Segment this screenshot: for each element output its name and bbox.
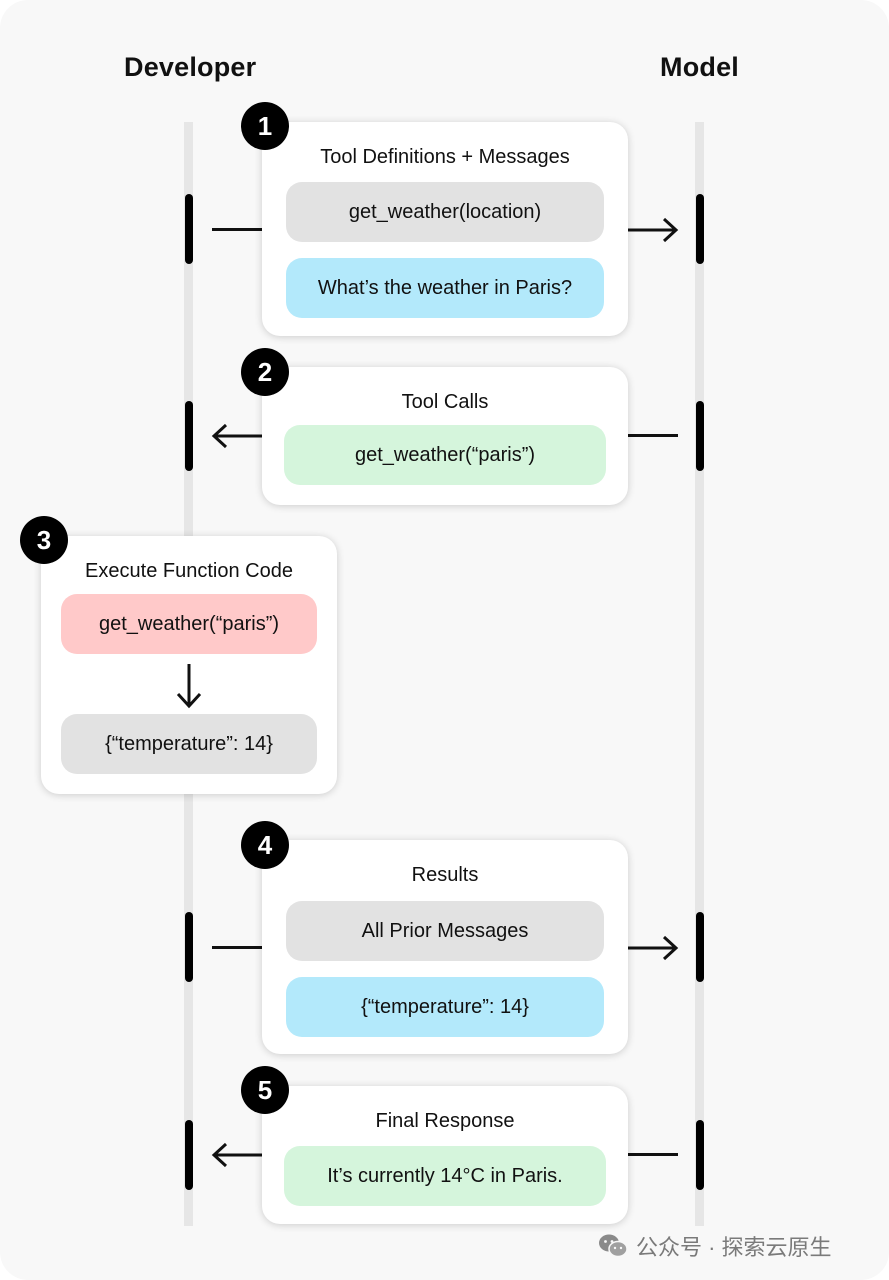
arrow-right-icon	[628, 935, 679, 961]
step-badge-3: 3	[20, 516, 68, 564]
connector-line-2	[628, 434, 678, 437]
arrow-left-icon	[211, 423, 262, 449]
step-title-5: Final Response	[375, 1110, 515, 1132]
connector-line-1	[212, 228, 262, 231]
arrow-left-icon	[211, 1142, 262, 1168]
wechat-icon	[599, 1234, 628, 1258]
step-title-1: Tool Definitions + Messages	[320, 146, 570, 168]
watermark-text: 公众号 · 探索云原生	[636, 1235, 832, 1260]
model-activation-1	[696, 194, 704, 264]
model-activation-4	[696, 912, 704, 982]
watermark: 公众号 · 探索云原生	[598, 1230, 832, 1262]
connector-line-4	[212, 946, 262, 949]
connector-line-5	[628, 1153, 678, 1156]
developer-activation-4	[185, 912, 193, 982]
pill-execute-function: get_weather(“paris”)	[61, 594, 317, 654]
developer-activation-1	[185, 194, 193, 264]
step-card-1: Tool Definitions + Messages get_weather(…	[262, 122, 628, 336]
pill-user-message: What’s the weather in Paris?	[286, 258, 604, 318]
model-activation-2	[696, 401, 704, 471]
model-lifeline	[695, 122, 704, 1226]
arrow-down-icon	[176, 664, 202, 709]
step-badge-1: 1	[241, 102, 289, 150]
step-card-3: Execute Function Code get_weather(“paris…	[41, 536, 337, 794]
step-title-4: Results	[411, 864, 479, 886]
arrow-right-icon	[628, 217, 679, 243]
pill-prior-messages: All Prior Messages	[286, 901, 604, 961]
step-card-4: Results All Prior Messages {“temperature…	[262, 840, 628, 1054]
developer-column-title: Developer	[124, 52, 257, 82]
pill-function-result: {“temperature”: 14}	[61, 714, 317, 774]
step-title-3: Execute Function Code	[85, 560, 293, 582]
step-card-5: Final Response It’s currently 14°C in Pa…	[262, 1086, 628, 1224]
pill-result-payload: {“temperature”: 14}	[286, 977, 604, 1037]
pill-tool-definition: get_weather(location)	[286, 182, 604, 242]
developer-activation-5	[185, 1120, 193, 1190]
model-activation-5	[696, 1120, 704, 1190]
developer-activation-2	[185, 401, 193, 471]
pill-tool-call: get_weather(“paris”)	[284, 425, 606, 485]
step-badge-4: 4	[241, 821, 289, 869]
pill-final-response: It’s currently 14°C in Paris.	[284, 1146, 606, 1206]
step-card-2: Tool Calls get_weather(“paris”)	[262, 367, 628, 505]
model-column-title: Model	[660, 52, 739, 82]
step-badge-2: 2	[241, 348, 289, 396]
step-badge-5: 5	[241, 1066, 289, 1114]
step-title-2: Tool Calls	[401, 391, 489, 413]
